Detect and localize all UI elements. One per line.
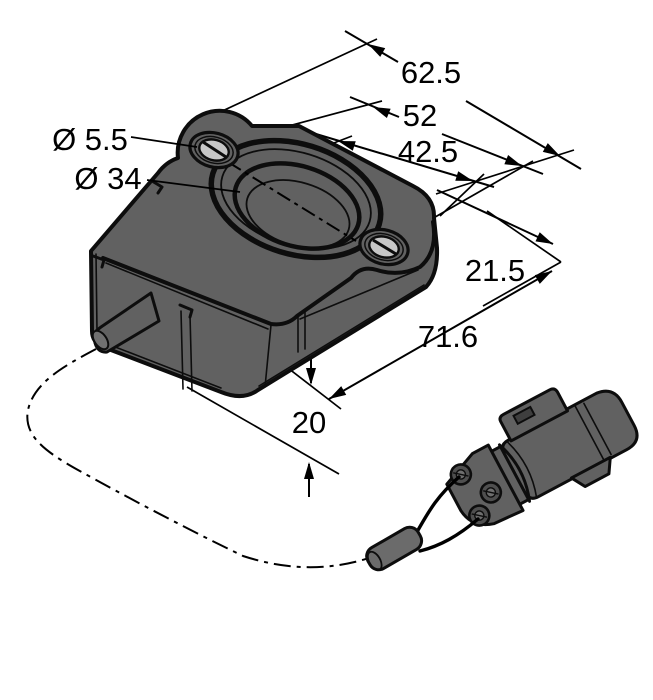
crease-2 [189, 314, 193, 392]
dim-label-inner-spacing: 42.5 [398, 134, 458, 169]
mounting-screw-bottom [358, 227, 410, 267]
top-face-edge [101, 220, 437, 327]
phantom-cable-loop [26, 348, 370, 569]
notch-1 [91, 254, 106, 269]
dim-label-height: 21.5 [465, 253, 525, 288]
sensor-housing [89, 108, 440, 398]
bore-centerline [227, 161, 357, 242]
dim-label-hole-spacing: 52 [403, 98, 437, 133]
notch-3 [150, 179, 164, 195]
notch-2 [178, 303, 194, 319]
screw-slot [202, 140, 227, 159]
dimension-21-5: 21.5 [436, 189, 562, 307]
callout-mounting-hole: Ø 5.5 [52, 122, 198, 157]
latch-hole [512, 405, 536, 426]
connector-plug [365, 387, 639, 572]
dimension-52: 52 [224, 96, 544, 241]
callout-bore: Ø 34 [74, 161, 241, 196]
bottom-line-right [258, 284, 425, 387]
cable-stub [91, 291, 161, 354]
dimension-71-6: 71.6 [328, 270, 553, 400]
mounting-screw-top [188, 130, 240, 170]
dim-label-overall-length: 62.5 [401, 55, 461, 90]
dim-label-thickness: 20 [292, 405, 326, 440]
connector-socket-2 [479, 481, 503, 504]
connector-foot [569, 455, 612, 489]
dim-label-mounting-hole: Ø 5.5 [52, 122, 128, 157]
crease-3 [264, 324, 272, 388]
cable-end-cap [91, 329, 110, 351]
left-edge-line [95, 253, 98, 332]
dim-label-total-length: 71.6 [418, 319, 478, 354]
dimension-42-5: 42.5 [299, 133, 495, 217]
screw-slot [372, 238, 397, 256]
wire-2 [418, 517, 480, 553]
dim-label-bore: Ø 34 [74, 161, 141, 196]
crease-1 [180, 310, 184, 390]
cable-sleeve [365, 525, 424, 572]
sensor-bore [208, 137, 384, 261]
rim-line-left [105, 262, 269, 330]
dimension-20: 20 [186, 347, 342, 497]
rim-line-right [299, 269, 419, 320]
